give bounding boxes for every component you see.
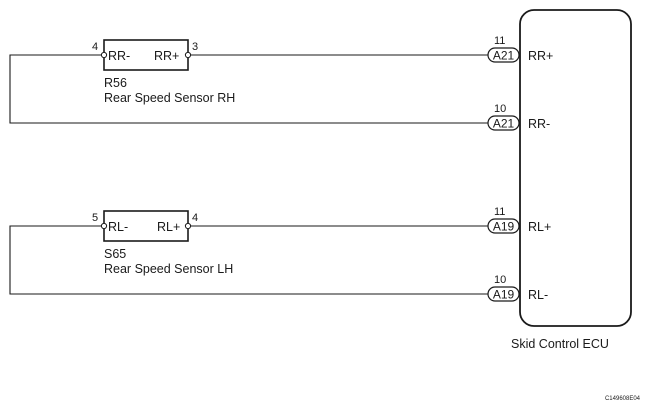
connector-a19-pin-11: 11 A19 RL+ bbox=[487, 206, 551, 234]
sensor-rh-code: R56 bbox=[104, 76, 127, 90]
connector-pin-number: 11 bbox=[494, 35, 505, 47]
ecu-terminal-label: RR- bbox=[528, 117, 550, 131]
sensor-rh-name: Rear Speed Sensor RH bbox=[104, 91, 235, 105]
sensor-rh-right-label: RR+ bbox=[154, 49, 179, 63]
connector-a19-pin-10: 10 A19 RL- bbox=[487, 274, 548, 302]
wire-rl-minus bbox=[9, 225, 488, 295]
ecu-terminal-label: RL- bbox=[528, 288, 548, 302]
sensor-rh-right-pin-number: 3 bbox=[192, 41, 198, 53]
rear-speed-sensor-lh-box bbox=[103, 210, 189, 242]
connector-id: A21 bbox=[493, 117, 515, 131]
connector-lozenge bbox=[487, 286, 520, 302]
sensor-lh-code: S65 bbox=[104, 247, 126, 261]
ecu-name: Skid Control ECU bbox=[511, 337, 609, 351]
ecu-terminal-label: RR+ bbox=[528, 49, 553, 63]
ecu-terminal-label: RL+ bbox=[528, 220, 551, 234]
connector-lozenge bbox=[487, 218, 520, 234]
sensor-lh-left-pin-dot bbox=[100, 222, 108, 230]
connector-id: A19 bbox=[493, 220, 515, 234]
connector-a21-pin-11: 11 A21 RR+ bbox=[487, 35, 553, 63]
rear-speed-sensor-rh-box bbox=[103, 39, 189, 71]
sensor-rh-left-pin-number: 4 bbox=[92, 41, 98, 53]
sensor-lh-name: Rear Speed Sensor LH bbox=[104, 262, 233, 276]
connector-pin-number: 10 bbox=[494, 103, 506, 115]
wire-rr-minus bbox=[9, 54, 488, 124]
connector-id: A19 bbox=[493, 288, 515, 302]
skid-control-ecu-box bbox=[519, 9, 632, 327]
sensor-lh-right-pin-number: 4 bbox=[192, 212, 198, 224]
sensor-lh-left-pin-number: 5 bbox=[92, 212, 98, 224]
sensor-rh-left-pin-dot bbox=[100, 51, 108, 59]
sensor-lh-left-label: RL- bbox=[108, 220, 128, 234]
connector-a21-pin-10: 10 A21 RR- bbox=[487, 103, 550, 131]
sensor-lh-right-pin-dot bbox=[184, 222, 192, 230]
figure-code: C149608E04 bbox=[605, 396, 641, 402]
connector-lozenge bbox=[487, 47, 520, 63]
sensor-lh-right-label: RL+ bbox=[157, 220, 180, 234]
sensor-rh-left-label: RR- bbox=[108, 49, 130, 63]
connector-pin-number: 10 bbox=[494, 274, 506, 286]
sensor-rh-right-pin-dot bbox=[184, 51, 192, 59]
connector-lozenge bbox=[487, 115, 520, 131]
connector-id: A21 bbox=[493, 49, 515, 63]
connector-pin-number: 11 bbox=[494, 206, 505, 218]
